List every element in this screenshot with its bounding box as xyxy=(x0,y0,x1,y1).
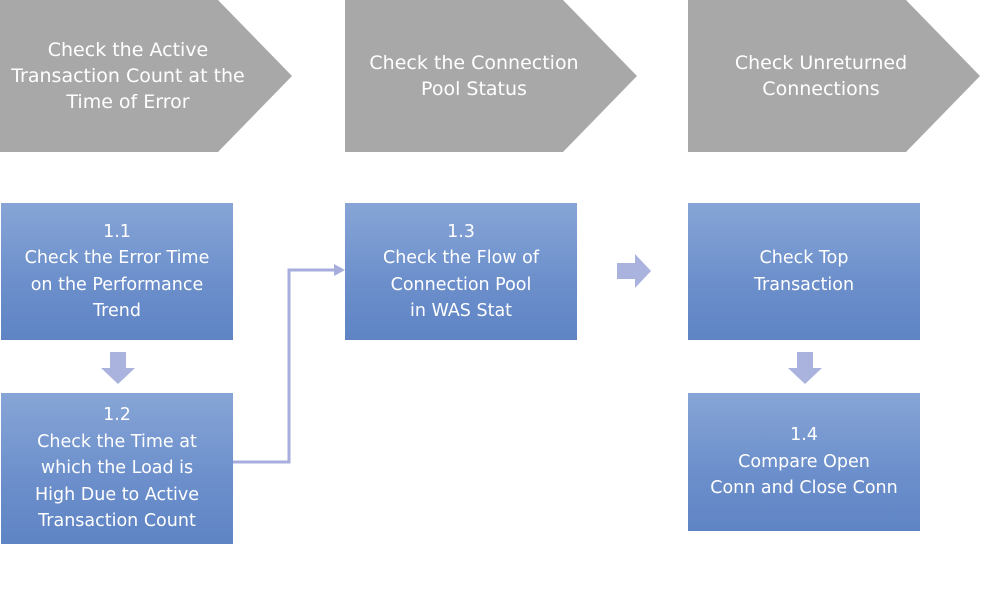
stage-chevron-3: Check Unreturned Connections xyxy=(688,0,980,152)
chevron-text-line: Connections xyxy=(762,78,880,100)
chevron-shape xyxy=(688,0,980,152)
arrow-down-icon xyxy=(788,352,822,384)
chevron-shape xyxy=(345,0,637,152)
step-text-line: High Due to Active xyxy=(35,484,199,505)
stage-chevron-2: Check the Connection Pool Status xyxy=(345,0,637,152)
chevron-text-line: Check the Active xyxy=(47,39,209,61)
arrow-down-icon xyxy=(101,352,135,384)
step-number: 1.1 xyxy=(103,221,131,242)
step-text-line: Check the Flow of xyxy=(382,248,540,268)
arrow-right-icon xyxy=(617,254,651,288)
step-text-line: Check the Time at xyxy=(37,431,197,452)
step-text-line: on the Performance xyxy=(30,274,204,295)
step-text-line: Connection Pool xyxy=(390,274,532,295)
step-text-line: Check Top xyxy=(759,248,849,268)
chevron-text-line: Check Unreturned xyxy=(734,52,908,74)
chevron-label: Check the Connection Pool Status xyxy=(349,0,599,152)
step-box-check-top: Check Top Transaction xyxy=(688,203,920,340)
step-text-line: Compare Open xyxy=(738,451,870,472)
step-box-1-1: 1.1 Check the Error Time on the Performa… xyxy=(1,203,233,340)
chevron-text-line: Time of Error xyxy=(66,91,190,113)
step-box-1-4: 1.4 Compare Open Conn and Close Conn xyxy=(688,393,920,531)
chevron-text-line: Transaction Count at the xyxy=(11,65,245,87)
step-text-line: which the Load is xyxy=(40,458,194,479)
chevron-label: Check the Active Transaction Count at th… xyxy=(8,0,248,152)
step-box-1-3: 1.3 Check the Flow of Connection Pool in… xyxy=(345,203,577,340)
step-number: 1.3 xyxy=(447,221,475,242)
step-text-line: Check the Error Time xyxy=(24,248,210,268)
step-text-line: Trend xyxy=(93,301,141,321)
step-text-line: Transaction Count xyxy=(38,511,196,532)
step-box-1-2: 1.2 Check the Time at which the Load is … xyxy=(1,393,233,544)
chevron-label: Check Unreturned Connections xyxy=(696,0,946,152)
chevron-text-line: Pool Status xyxy=(421,78,527,100)
step-text-line: Conn and Close Conn xyxy=(710,478,898,499)
step-number: 1.4 xyxy=(790,425,818,446)
chevron-shape xyxy=(0,0,292,152)
stage-chevron-1: Check the Active Transaction Count at th… xyxy=(0,0,292,152)
step-text-line: Transaction xyxy=(753,274,855,295)
step-number: 1.2 xyxy=(103,405,131,426)
chevron-text-line: Check the Connection xyxy=(369,52,579,74)
step-text-line: in WAS Stat xyxy=(409,301,513,321)
